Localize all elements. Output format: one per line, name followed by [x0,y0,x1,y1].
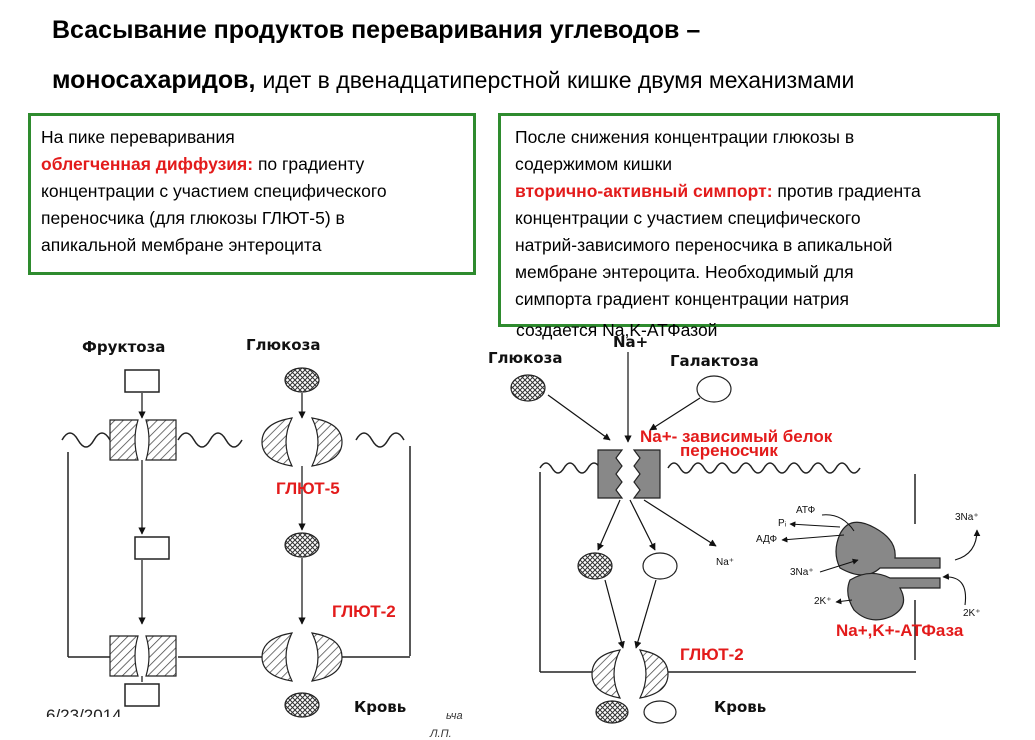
galactose-in-blood [643,700,677,724]
apical-membrane-right [539,462,601,474]
glut5-fructose-transporter [109,419,177,461]
label-blood-right: Кровь [714,698,766,716]
label-carrier-line2: переносчик [680,441,778,460]
box-right-line2: содержимом кишки [515,154,673,174]
secondary-active-symport-box: После снижения концентрации глюкозы в со… [498,113,1000,327]
apical-membrane-left [61,432,111,448]
label-carrier-line1: Na+- зависимый белок [640,427,833,446]
box-left-line4: переносчика (для глюкозы ГЛЮТ-5) в [41,208,345,228]
fructose-in-blood [124,683,160,707]
box-left-line2-rest: по градиенту [257,154,365,174]
slide-title-bold: моносахаридов, [52,66,256,94]
slide-title-line2: моносахаридов, идет в двенадцатиперстной… [52,66,854,95]
label-2k-right: 2K⁺ [963,608,981,619]
galactose-in-cell [642,552,678,580]
glucose-molecule [284,367,320,393]
label-pi: Pᵢ [778,518,787,529]
box-right-line7: симпорта градиент концентрации натрия [515,289,850,309]
label-fructose: Фруктоза [82,338,165,356]
footer-text1: ьча [446,710,463,722]
fructose-in-cell [134,536,170,560]
box-right-line1: После снижения концентрации глюкозы в [515,127,855,147]
label-na-plus-top: Na+ [613,333,648,351]
label-galactose: Галактоза [670,352,759,370]
label-3na-mid: 3Na⁺ [790,567,814,578]
box-right-line3-rest: против градиента [777,181,921,201]
label-glucose-right: Глюкоза [488,349,562,367]
galactose-lumen [696,375,732,403]
box-right-line8: создается Na,K-АТФазой [516,320,718,340]
glucose-in-blood-left [284,692,320,718]
glucose-in-cell-right [577,552,613,580]
glut2-transporter-right [591,649,669,699]
slide-title-line1: Всасывание продуктов переваривания углев… [52,16,701,44]
box-right-term: вторично-активный симпорт: [515,181,773,201]
glucose-in-blood-right [595,700,629,724]
footer-text2: Л.П. [430,728,452,740]
label-glut2-right: ГЛЮТ-2 [680,645,744,664]
na-k-atpase-pump [835,521,941,621]
slide-title-rest: идет в двенадцатиперстной кишке двумя ме… [262,67,855,93]
glut2-fructose-transporter [109,635,177,677]
glucose-in-cell [284,532,320,558]
facilitated-diffusion-box: На пике переваривания облегченная диффуз… [28,113,476,275]
label-2k-left: 2K⁺ [814,596,832,607]
label-glucose-left: Глюкоза [246,336,320,354]
label-glut5: ГЛЮТ-5 [276,479,340,498]
label-na-out: Na⁺ [716,557,734,568]
box-right-line6: мембране энтероцита. Необходимый для [515,262,854,282]
box-left-line3: концентрации с участием специфического [41,181,387,201]
label-blood-left: Кровь [354,698,406,716]
glut2-glucose-transporter-left [261,632,343,682]
label-glut2-left: ГЛЮТ-2 [332,602,396,621]
box-left-line5: апикальной мембране энтероцита [41,235,322,255]
label-atp: АТФ [796,505,816,516]
label-atpase: Na+,K+-АТФаза [836,621,964,640]
label-adp: АДФ [756,534,778,545]
glucose-lumen [510,374,546,402]
box-left-line1: На пике переваривания [41,127,235,147]
fructose-molecule [124,369,160,393]
box-left-line2: облегченная диффузия: по градиенту [41,151,463,178]
box-right-line4: концентрации с участием специфического [515,208,861,228]
glut5-glucose-transporter [261,417,343,467]
box-left-term: облегченная диффузия: [41,154,254,174]
na-dependent-carrier [597,449,661,499]
footer-date: 6/23/2014 [46,706,122,725]
box-right-line3: вторично-активный симпорт: против градие… [515,178,987,205]
label-3na-top: 3Na⁺ [955,512,979,523]
box-right-line5: натрий-зависимого переносчика в апикальн… [515,235,893,255]
